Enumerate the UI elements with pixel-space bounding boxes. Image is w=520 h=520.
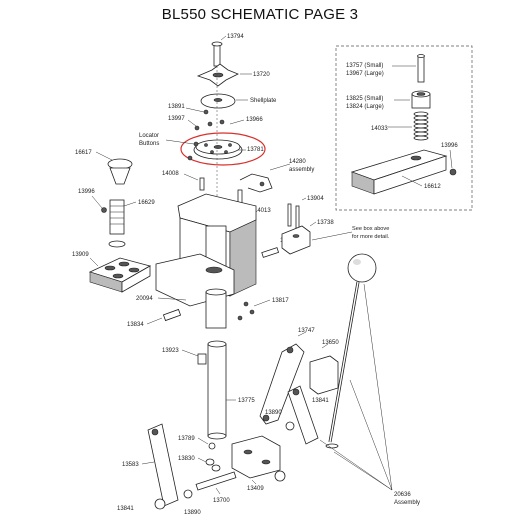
label-assembly: assembly	[289, 167, 314, 173]
label-14008: 14008	[162, 171, 179, 177]
label-13781: 13781	[247, 147, 264, 153]
label-13794: 13794	[227, 34, 244, 40]
inset-label-13967: 13967 (Large)	[346, 71, 384, 77]
label-13997: 13997	[168, 116, 185, 122]
label-16617: 16617	[75, 150, 92, 156]
inset-label-13825: 13825 (Small)	[346, 96, 383, 102]
press-frame: 20094 13834 13817 13881 13904 13738 See …	[127, 193, 390, 329]
label-13841b: 13841	[117, 506, 134, 512]
detail-inset-box: 13757 (Small) 13967 (Large) 13825 (Small…	[335, 45, 473, 211]
label-13966: 13966	[246, 117, 263, 123]
inset-label-16612: 16612	[424, 184, 441, 190]
highlight-ring	[180, 132, 266, 166]
page-title: BL550 SCHEMATIC PAGE 3	[161, 6, 359, 23]
label-14013: 14013	[254, 208, 271, 214]
label-13775: 13775	[238, 398, 255, 404]
label-13996a: 13996	[78, 189, 95, 195]
label-13834: 13834	[127, 322, 144, 328]
inset-label-13757: 13757 (Small)	[346, 63, 383, 69]
label-13720: 13720	[253, 72, 270, 78]
label-13409: 13409	[247, 486, 264, 492]
label-13738: 13738	[317, 220, 334, 226]
label-13789: 13789	[178, 436, 195, 442]
label-13830: 13830	[178, 456, 195, 462]
label-13890b: 13890	[184, 510, 201, 516]
label-20636-assembly: Assembly	[394, 500, 420, 506]
label-14280: 14280	[289, 159, 306, 165]
label-13923: 13923	[162, 348, 179, 354]
shellplate-assembly: 13794 13720 Shellplate 13891 13997 13966…	[139, 34, 314, 214]
inset-label-13824: 13824 (Large)	[346, 104, 384, 110]
label-13909: 13909	[72, 252, 89, 258]
label-13583: 13583	[122, 462, 139, 468]
see-box-note-line2: for more detail.	[352, 234, 390, 240]
label-13700: 13700	[213, 498, 230, 504]
label-20094: 20094	[136, 296, 153, 302]
left-components: 16617 13996 16629 13909	[72, 150, 155, 293]
see-box-note-line1: See box above	[352, 226, 389, 232]
ram-and-linkage: 13923 13775 13747 13650 13841 13890 1358…	[117, 253, 420, 516]
inset-label-14033: 14033	[371, 126, 388, 132]
label-16629: 16629	[138, 200, 155, 206]
label-13891: 13891	[168, 104, 185, 110]
inset-label-13996: 13996	[441, 143, 458, 149]
label-13904: 13904	[307, 196, 324, 202]
label-13841a: 13841	[312, 398, 329, 404]
label-locator: Locator	[139, 133, 159, 139]
label-buttons: Buttons	[139, 141, 159, 147]
label-20636: 20636	[394, 492, 411, 498]
label-13650: 13650	[322, 340, 339, 346]
label-13817: 13817	[272, 298, 289, 304]
label-13890a: 13890	[265, 410, 282, 416]
label-shellplate: Shellplate	[250, 98, 277, 104]
label-13747: 13747	[298, 328, 315, 334]
